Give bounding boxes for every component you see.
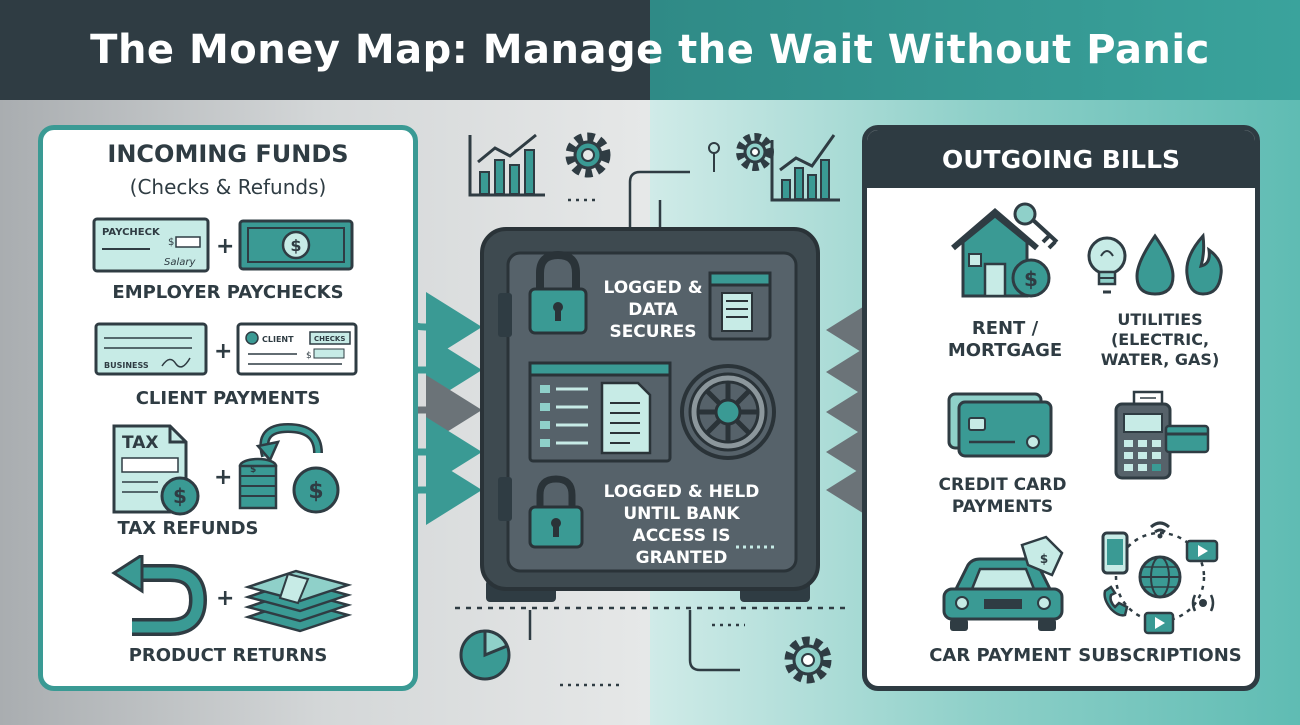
incoming-funds-panel [38, 125, 418, 691]
car-payment-label: CAR PAYMENT [929, 645, 1071, 666]
vault-bottom-text: LOGGED & HELD UNTIL BANK ACCESS IS GRANT… [603, 482, 760, 568]
paycheck-signature: Salary [164, 257, 196, 268]
paycheck-document-icon: PAYCHECK $ Salary [92, 217, 210, 273]
product-returns-label: PRODUCT RETURNS [128, 645, 328, 666]
house-key-illustration: $ [951, 202, 1059, 298]
data-window-icon-top [708, 271, 772, 341]
business-doc-text: BUSINESS [104, 361, 149, 370]
cash-stack-icon [243, 569, 353, 633]
tax-refunds-label: TAX REFUNDS [117, 518, 259, 539]
dollar-coin-icon: $ [1011, 258, 1051, 298]
price-tag-icon: $ [1020, 535, 1064, 577]
car-icon [942, 557, 1064, 631]
flame-icon [1185, 232, 1223, 296]
incoming-subheading: (Checks & Refunds) [129, 175, 327, 199]
broadcast-icon [1191, 594, 1215, 612]
lightbulb-icon [1087, 236, 1127, 294]
svg-text:$: $ [1024, 267, 1038, 291]
chart-up-icon-left [468, 133, 545, 197]
padlock-icon-top [528, 250, 588, 335]
business-check-icon: BUSINESS [94, 322, 208, 376]
chart-up-icon-right [770, 134, 840, 202]
return-arrow-icon [111, 555, 208, 636]
svg-text:$: $ [290, 236, 301, 255]
vault-top-text: LOGGED & DATA SECURES [603, 278, 703, 342]
page-title: The Money Map: Manage the Wait Without P… [90, 27, 1210, 73]
subscriptions-label: SUBSCRIPTIONS [1078, 645, 1242, 666]
gear-icon-bottom [784, 636, 832, 684]
header-bar: The Money Map: Manage the Wait Without P… [0, 0, 1300, 100]
outgoing-heading: OUTGOING BILLS [867, 130, 1255, 188]
house-icon [951, 208, 1039, 298]
svg-text:$: $ [308, 479, 323, 504]
credit-card-icon [947, 392, 1053, 458]
wifi-icon [1150, 521, 1170, 539]
padlock-icon-bottom [528, 475, 584, 549]
card-terminal-icon [1114, 390, 1210, 480]
pie-chart-icon [459, 629, 511, 681]
credit-card-payments-label: CREDIT CARD PAYMENTS [938, 475, 1067, 517]
key-icon [1013, 202, 1059, 250]
rent-mortgage-label: RENT / MORTGAGE [947, 318, 1063, 361]
vault-safe [480, 227, 820, 602]
svg-text:+: + [216, 586, 234, 611]
product-returns-illustration: + [111, 555, 353, 636]
smartphone-icon [1101, 531, 1129, 575]
svg-text:$: $ [173, 484, 187, 508]
utilities-label: UTILITIES (ELECTRIC, WATER, GAS) [1100, 310, 1220, 369]
tax-refund-illustration: TAX $ + $ $ [112, 422, 340, 516]
client-payment-illustration: BUSINESS + CLIENT CHECKS $ [94, 322, 358, 376]
svg-text:$: $ [168, 237, 174, 248]
cash-bill-icon: $ [238, 219, 354, 271]
employer-paychecks-label: EMPLOYER PAYCHECKS [112, 282, 344, 303]
client-doc-badge2: CHECKS [314, 335, 345, 343]
paycheck-doc-text: PAYCHECK [102, 227, 161, 238]
tax-form-icon: TAX $ [112, 424, 200, 516]
svg-text:+: + [214, 465, 232, 490]
plus-sign: + [216, 234, 234, 259]
globe-icon [1138, 555, 1182, 599]
paycheck-illustration: PAYCHECK $ Salary + $ [92, 217, 354, 273]
payment-terminal-illustration [1114, 390, 1210, 480]
svg-text:+: + [214, 339, 232, 364]
video-play-icon-bottom [1143, 611, 1175, 635]
svg-text:$: $ [250, 465, 256, 475]
svg-text:$: $ [1040, 552, 1048, 566]
car-illustration: $ [942, 535, 1064, 631]
gear-icon-top-left [565, 132, 611, 178]
gear-icon-top-right [736, 133, 774, 171]
subscriptions-illustration [1101, 521, 1219, 635]
client-payments-label: CLIENT PAYMENTS [135, 388, 321, 409]
video-play-icon-top [1185, 539, 1219, 563]
utilities-illustration [1087, 232, 1223, 296]
phone-handset-icon [1103, 585, 1129, 617]
coin-stack-refund-icon: $ $ [238, 422, 340, 514]
svg-text:$: $ [306, 351, 312, 361]
file-records-window-icon [528, 361, 672, 463]
credit-card-illustration [947, 392, 1053, 458]
vault-dial-icon [680, 364, 776, 460]
client-check-icon: CLIENT CHECKS $ [236, 322, 358, 376]
water-drop-icon [1135, 233, 1175, 296]
client-doc-badge: CLIENT [262, 335, 294, 344]
incoming-heading: INCOMING FUNDS [107, 140, 349, 168]
tax-doc-text: TAX [122, 433, 159, 453]
